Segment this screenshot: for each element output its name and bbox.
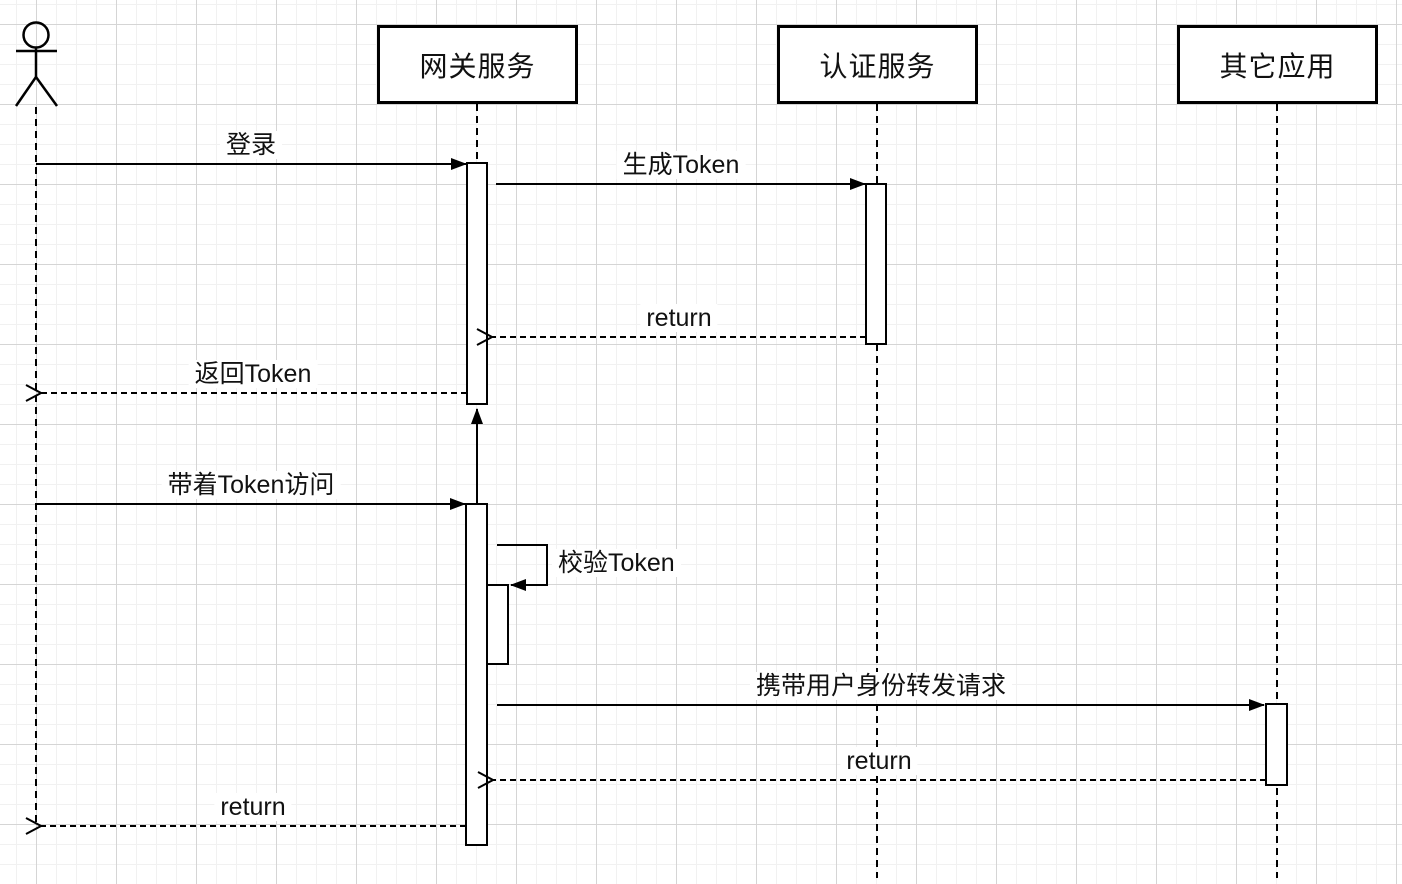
message-label-access-token: 带着Token访问 <box>161 471 341 499</box>
actor-user-icon <box>14 21 59 107</box>
activation-gateway-1 <box>466 162 488 405</box>
activation-auth <box>865 183 887 345</box>
message-arrow-verify-token-self <box>497 544 548 591</box>
message-label-forward-request: 携带用户身份转发请求 <box>749 672 1013 700</box>
message-label-return-auth: return <box>640 304 718 332</box>
participant-label-auth: 认证服务 <box>819 50 936 82</box>
activation-other <box>1265 703 1288 786</box>
message-label-return-user: return <box>214 793 292 821</box>
message-label-return-token: 返回Token <box>188 360 318 388</box>
participant-box-other: 其它应用 <box>1177 25 1378 104</box>
participant-box-gateway: 网关服务 <box>377 25 578 104</box>
participant-label-other: 其它应用 <box>1219 50 1336 82</box>
message-label-login: 登录 <box>219 131 283 159</box>
message-label-generate-token: 生成Token <box>616 151 746 179</box>
participant-box-auth: 认证服务 <box>777 25 978 104</box>
participant-label-gateway: 网关服务 <box>419 50 536 82</box>
message-label-return-other: return <box>840 747 918 775</box>
message-label-verify-token: 校验Token <box>552 549 681 577</box>
activation-gateway-2 <box>465 503 488 846</box>
activation-gateway-nested <box>486 584 509 665</box>
